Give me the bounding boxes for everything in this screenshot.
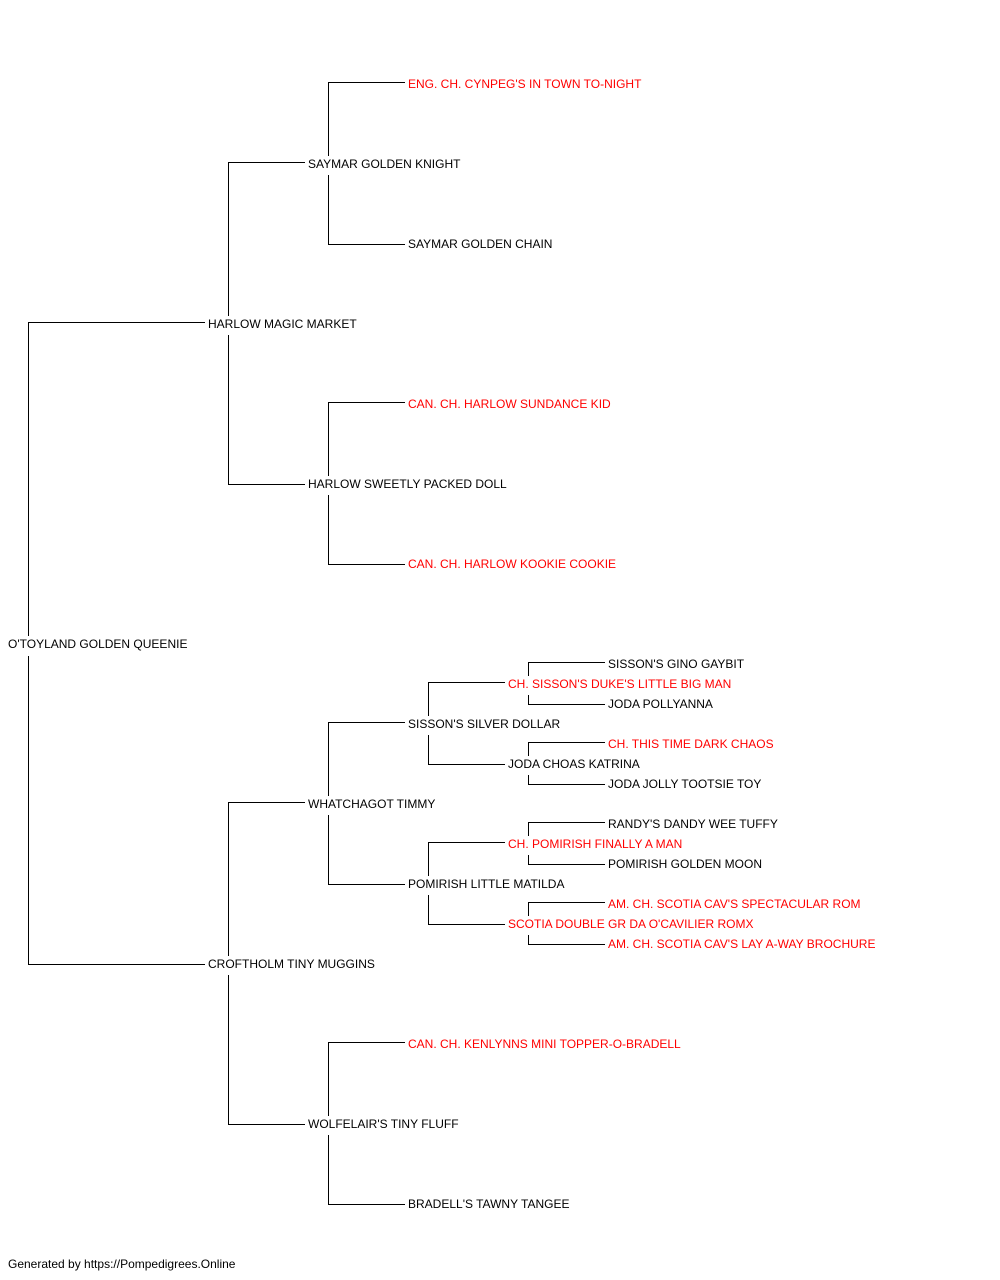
dam-sire-dam-sire-sire-name: RANDY'S DANDY WEE TUFFY: [608, 817, 778, 831]
dam-dam-name: WOLFELAIR'S TINY FLUFF: [308, 1117, 459, 1131]
dam-dam-dam-name: BRADELL'S TAWNY TANGEE: [408, 1197, 570, 1211]
dam-sire-name: WHATCHAGOT TIMMY: [308, 797, 436, 811]
sire-sire-dam-name: SAYMAR GOLDEN CHAIN: [408, 237, 553, 251]
subject-name: O'TOYLAND GOLDEN QUEENIE: [8, 637, 188, 651]
dam-sire-sire-sire-name: CH. SISSON'S DUKE'S LITTLE BIG MAN: [508, 677, 732, 691]
dam-sire-sire-sire-sire-name: SISSON'S GINO GAYBIT: [608, 657, 745, 671]
dam-sire-sire-dam-sire-name: CH. THIS TIME DARK CHAOS: [608, 737, 774, 751]
dam-sire-sire-name: SISSON'S SILVER DOLLAR: [408, 717, 561, 731]
sire-sire-sire-name: ENG. CH. CYNPEG'S IN TOWN TO-NIGHT: [408, 77, 642, 91]
footer-credit: Generated by https://Pompedigrees.Online: [8, 1257, 236, 1271]
dam-sire-dam-dam-dam-name: AM. CH. SCOTIA CAV'S LAY A-WAY BROCHURE: [608, 937, 876, 951]
dam-sire-dam-sire-name: CH. POMIRISH FINALLY A MAN: [508, 837, 683, 851]
dam-sire-dam-dam-sire-name: AM. CH. SCOTIA CAV'S SPECTACULAR ROM: [608, 897, 861, 911]
sire-sire-name: SAYMAR GOLDEN KNIGHT: [308, 157, 461, 171]
sire-name: HARLOW MAGIC MARKET: [208, 317, 357, 331]
dam-sire-sire-sire-dam-name: JODA POLLYANNA: [608, 697, 713, 711]
dam-sire-sire-dam-name: JODA CHOAS KATRINA: [508, 757, 640, 771]
sire-dam-sire-name: CAN. CH. HARLOW SUNDANCE KID: [408, 397, 611, 411]
sire-dam-dam-name: CAN. CH. HARLOW KOOKIE COOKIE: [408, 557, 617, 571]
dam-sire-dam-dam-name: SCOTIA DOUBLE GR DA O'CAVILIER ROMX: [508, 917, 754, 931]
dam-name: CROFTHOLM TINY MUGGINS: [208, 957, 375, 971]
dam-dam-sire-name: CAN. CH. KENLYNNS MINI TOPPER-O-BRADELL: [408, 1037, 681, 1051]
dam-sire-dam-sire-dam-name: POMIRISH GOLDEN MOON: [608, 857, 763, 871]
dam-sire-dam-name: POMIRISH LITTLE MATILDA: [408, 877, 565, 891]
dam-sire-sire-dam-dam-name: JODA JOLLY TOOTSIE TOY: [608, 777, 762, 791]
sire-dam-name: HARLOW SWEETLY PACKED DOLL: [308, 477, 507, 491]
